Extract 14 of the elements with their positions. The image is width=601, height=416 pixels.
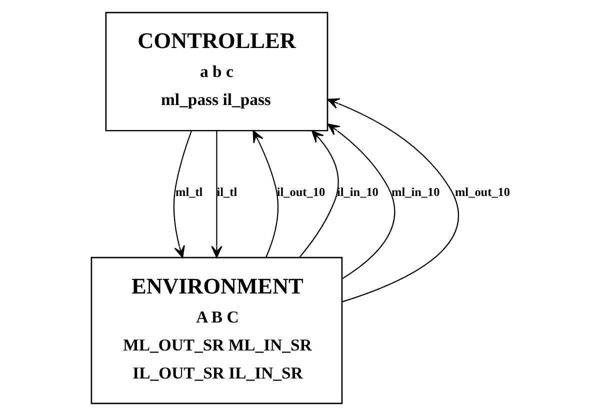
edge-label: il_tl — [216, 185, 238, 200]
edge-label: il_out_10 — [276, 185, 326, 200]
arrow — [252, 130, 279, 258]
edge-label: ml_in_10 — [392, 185, 440, 200]
edge-label: ml_tl — [176, 185, 203, 200]
arrow — [299, 130, 339, 258]
node-box: ENVIRONMENT A B C ML_OUT_SR ML_IN_SR IL_OUT_SR IL_IN_SR — [90, 256, 343, 404]
edge-label: ml_out_10 — [454, 185, 510, 200]
arrow — [173, 130, 192, 258]
node-box: CONTROLLER a b c ml_pass il_pass — [105, 12, 328, 132]
arrow — [327, 98, 459, 302]
arrow — [211, 130, 222, 258]
edge-label: il_in_10 — [336, 185, 378, 200]
arrow — [327, 123, 396, 280]
